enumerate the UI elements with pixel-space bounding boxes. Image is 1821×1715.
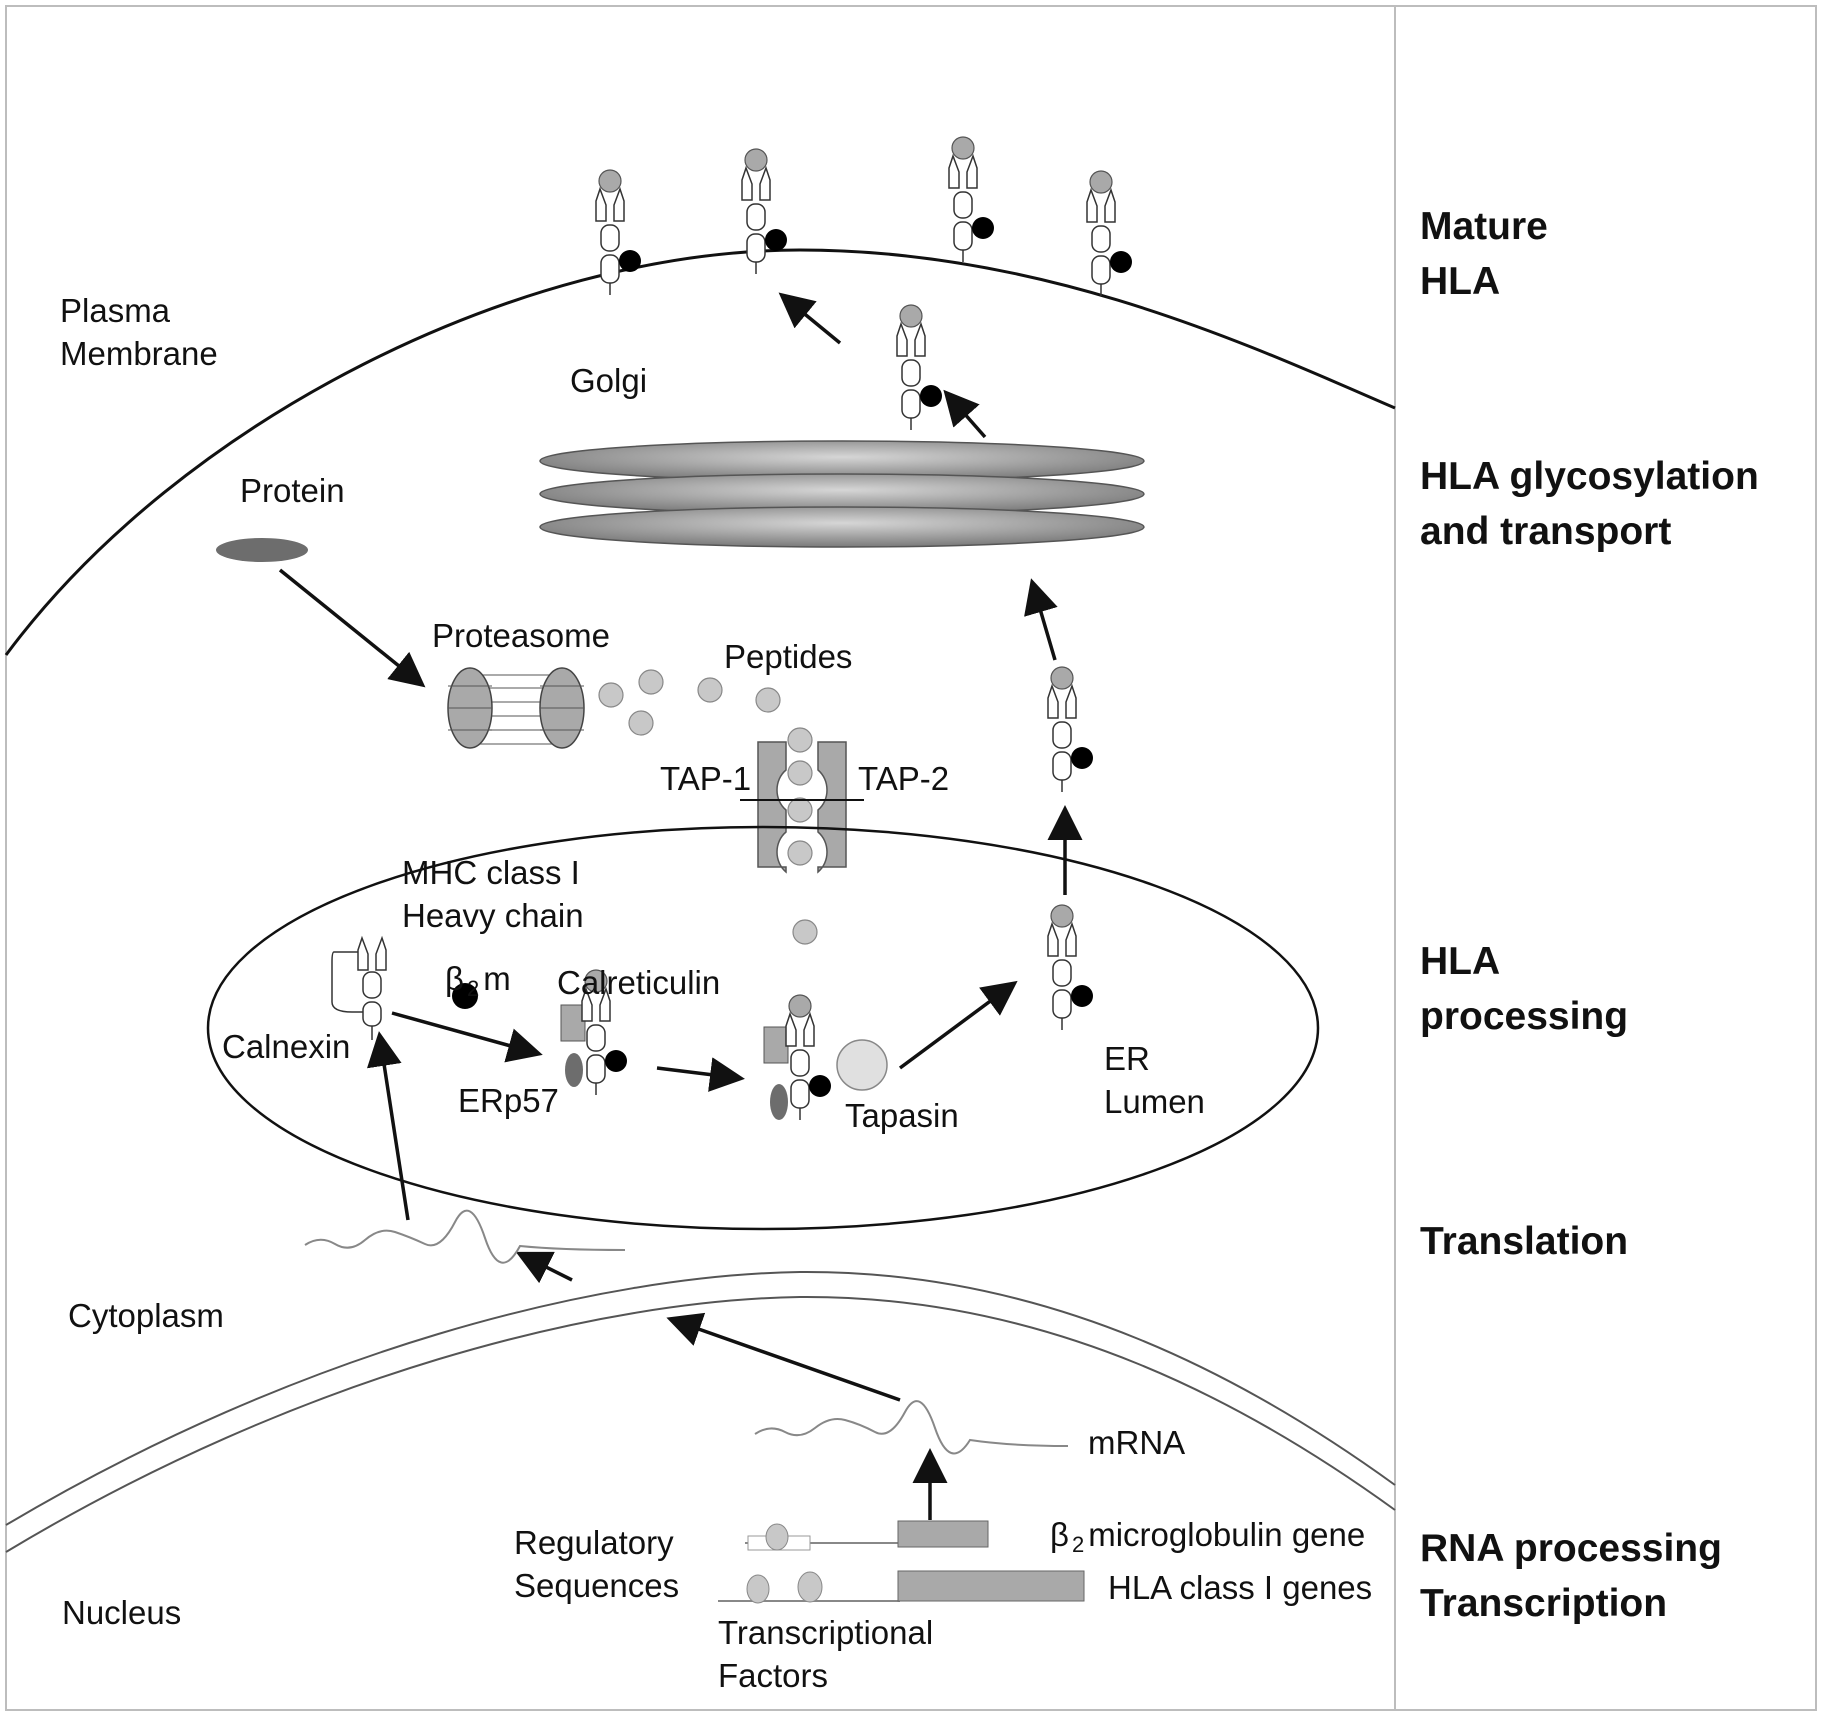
protein-label: Protein	[240, 472, 345, 509]
calnexin-label: Calnexin	[222, 1028, 351, 1065]
stage-glycosylation-transport: HLA glycosylation and transport	[1420, 455, 1759, 553]
er-membrane	[206, 825, 1320, 1231]
peptide-particles	[598, 669, 818, 945]
mhc-heavy-chain-label: MHC class I Heavy chain	[402, 854, 584, 934]
hla-genes-label: HLA class I genes	[1108, 1569, 1373, 1606]
b2m-symbol: β	[445, 960, 464, 997]
proteasome-label: Proteasome	[432, 617, 610, 654]
cytoplasm-mrna	[304, 1209, 626, 1264]
mature-hla-molecules	[595, 136, 1133, 1031]
tapasin-complex	[763, 994, 888, 1121]
regulatory-sequences-label: Regulatory Sequences	[514, 1524, 680, 1604]
erp57-label: ERp57	[458, 1082, 559, 1119]
cytoplasm-label: Cytoplasm	[68, 1297, 224, 1334]
stage-rna-processing-transcription: RNA processing Transcription	[1420, 1527, 1722, 1625]
calreticulin-label: Calreticulin	[557, 964, 721, 1001]
nuclear-mrna	[754, 1400, 1069, 1455]
tap-transporter	[740, 741, 864, 874]
protein-shape	[216, 538, 308, 562]
b2m-gene-suffix: microglobulin gene	[1088, 1516, 1366, 1553]
calreticulin-complex	[560, 969, 628, 1096]
tap1-label: TAP-1	[660, 760, 752, 797]
er-lumen-label: ER Lumen	[1104, 1040, 1205, 1120]
golgi-label: Golgi	[570, 362, 648, 399]
stage-translation: Translation	[1420, 1220, 1629, 1263]
mrna-label: mRNA	[1088, 1424, 1186, 1461]
figure-frame	[5, 5, 1817, 1711]
nuclear-envelope-outer	[5, 1270, 1396, 1526]
tapasin-label: Tapasin	[845, 1097, 959, 1134]
stage-mature-hla: Mature HLA	[1420, 205, 1548, 303]
peptides-label: Peptides	[724, 638, 853, 675]
nuclear-envelope-inner	[5, 1295, 1396, 1553]
calnexin-complex	[331, 935, 387, 1040]
b2m-free	[452, 983, 478, 1009]
b2m-suffix: m	[483, 960, 511, 997]
tap2-label: TAP-2	[858, 760, 950, 797]
stage-hla-processing: HLA processing	[1420, 940, 1629, 1038]
transcriptional-factors-label: Transcriptional Factors	[718, 1614, 934, 1694]
b2m-gene-symbol: β	[1050, 1516, 1069, 1553]
proteasome-shape	[447, 667, 585, 749]
pathway-arrows	[278, 292, 1083, 1520]
b2m-gene-subscript: 2	[1071, 1532, 1085, 1557]
nucleus-label: Nucleus	[62, 1594, 182, 1631]
golgi-stack	[539, 440, 1145, 548]
b2m-subscript: 2	[466, 976, 480, 1001]
gene-region	[718, 1520, 1085, 1604]
plasma-membrane-label: Plasma Membrane	[60, 292, 218, 372]
